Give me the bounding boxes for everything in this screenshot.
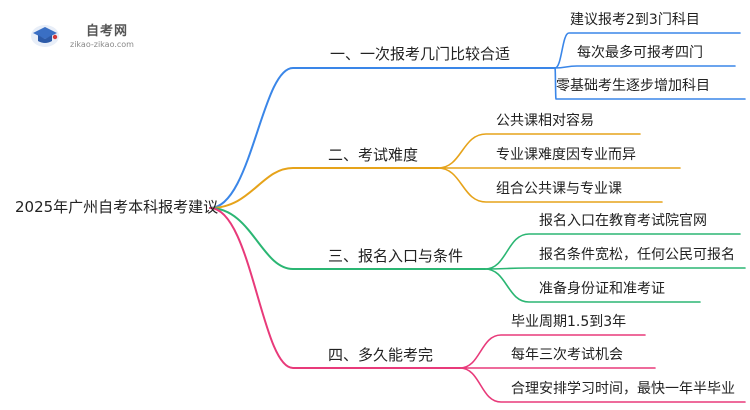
site-logo: 自考网 zikao-zikao.com: [30, 18, 150, 54]
branch-2-leaf-3-connector: [437, 167, 663, 203]
branch-3-leaf-1-connector: [484, 233, 741, 270]
branch-2-leaf-1-connector: [437, 133, 641, 169]
branch-1-leaf-1: 建议报考2到3门科目: [570, 12, 700, 28]
branch-1-leaf-3: 零基础考生逐步增加科目: [556, 78, 710, 94]
logo-title: 自考网: [86, 24, 129, 39]
branch-2-label: 二、考试难度: [328, 146, 419, 164]
graduation-cap-icon: [31, 25, 59, 47]
branch-4-leaf-3-connector: [459, 367, 746, 403]
branch-4-leaf-2: 每年三次考试机会: [511, 347, 623, 363]
branch-4-leaf-3: 合理安排学习时间，最快一年半毕业: [511, 381, 735, 397]
branch-3-connector: [209, 207, 486, 270]
branch-1-leaf-1-connector: [554, 32, 741, 69]
branch-4-leaf-1: 毕业周期1.5到3年: [511, 314, 627, 330]
branch-2-leaf-2: 专业课难度因专业而异: [496, 147, 636, 163]
branch-4-connector: [209, 207, 461, 369]
branch-2-leaf-1: 公共课相对容易: [496, 113, 594, 129]
branch-2-leaf-3: 组合公共课与专业课: [496, 181, 622, 197]
branch-3-leaf-2: 报名条件宽松，任何公民可报名: [539, 247, 735, 263]
branch-4-label: 四、多久能考完: [328, 346, 434, 364]
branch-1-leaf-2-connector: [554, 65, 736, 69]
branch-3-leaf-2-connector: [484, 267, 746, 270]
branch-1-leaf-2: 每次最多可报考四门: [577, 45, 703, 61]
branch-2-connector: [209, 167, 439, 209]
branch-3-leaf-3-connector: [484, 268, 701, 303]
branch-3-label: 三、报名入口与条件: [328, 247, 464, 265]
branch-1-connector: [209, 67, 556, 209]
branch-1-label: 一、一次报考几门比较合适: [330, 45, 511, 63]
branch-4-leaf-1-connector: [459, 334, 646, 369]
root-node: 2025年广州自考本科报考建议: [15, 198, 219, 216]
branch-1-leaf-3-connector: [554, 67, 746, 100]
logo-url: zikao-zikao.com: [70, 40, 134, 49]
branch-3-leaf-3: 准备身份证和准考证: [539, 281, 665, 297]
branch-3-leaf-1: 报名入口在教育考试院官网: [539, 213, 707, 229]
